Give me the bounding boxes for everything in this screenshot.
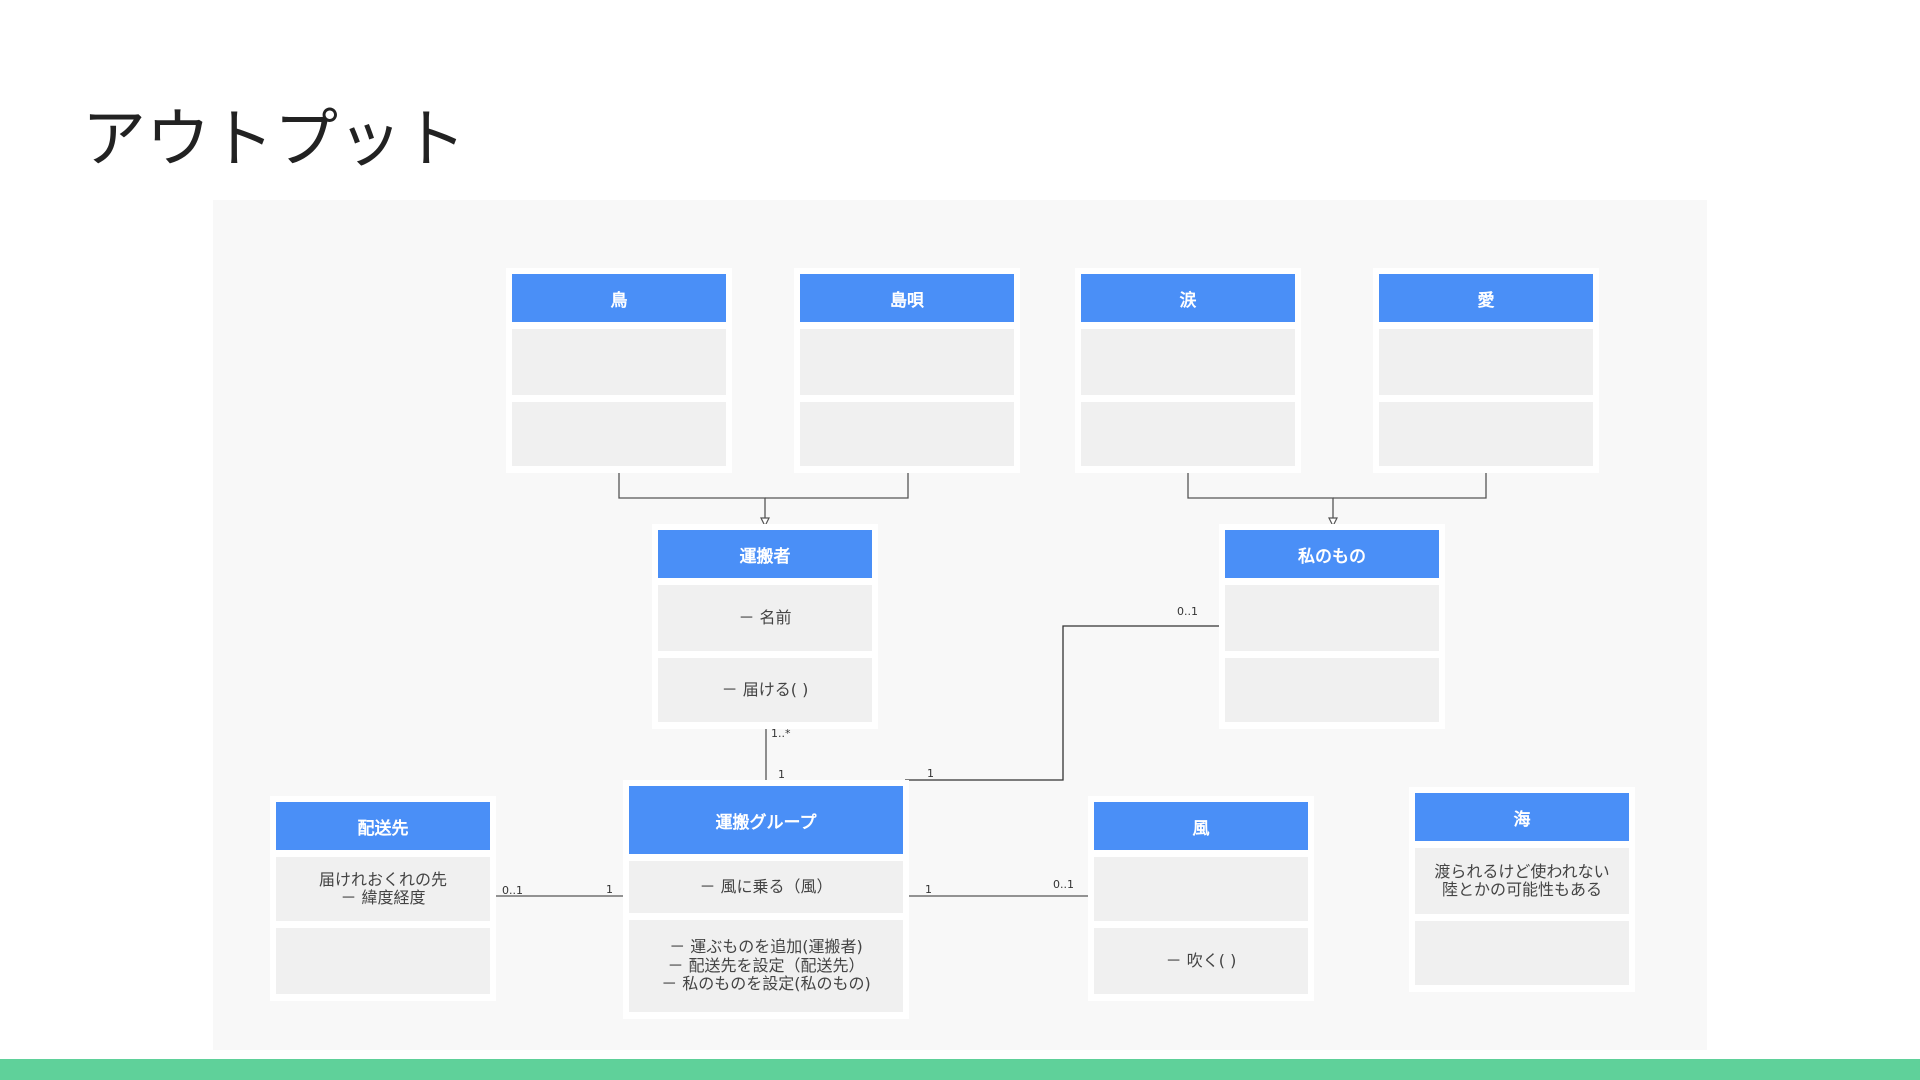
class-attributes bbox=[512, 329, 726, 395]
attribute: － 緯度経度 bbox=[340, 888, 426, 907]
class-umi[interactable]: 海 渡られるけど使われない 陸とかの可能性もある bbox=[1409, 787, 1635, 992]
class-haisousaki[interactable]: 配送先 届けれおくれの先 － 緯度経度 bbox=[270, 796, 496, 1001]
class-operations bbox=[1225, 658, 1439, 722]
class-namida[interactable]: 涙 bbox=[1075, 268, 1301, 473]
operation: － 私のものを設定(私のもの) bbox=[661, 974, 871, 994]
class-header: 島唄 bbox=[800, 274, 1014, 322]
attribute: 陸とかの可能性もある bbox=[1441, 880, 1602, 899]
class-header: 私のもの bbox=[1225, 530, 1439, 578]
attribute: － 名前 bbox=[738, 607, 792, 627]
class-attributes: 届けれおくれの先 － 緯度経度 bbox=[276, 857, 490, 921]
class-header: 風 bbox=[1094, 802, 1308, 850]
attribute: 届けれおくれの先 bbox=[318, 869, 447, 889]
operation: － 運ぶものを追加(運搬者) bbox=[669, 937, 863, 957]
class-header: 運搬グループ bbox=[629, 786, 903, 854]
class-attributes: － 風に乗る（風） bbox=[629, 861, 903, 913]
class-operations: － 吹く( ) bbox=[1094, 928, 1308, 994]
class-header: 配送先 bbox=[276, 802, 490, 850]
class-header: 涙 bbox=[1081, 274, 1295, 322]
class-hakobisha[interactable]: 運搬者 － 名前 － 届ける( ) bbox=[652, 524, 878, 729]
class-kaze[interactable]: 風 － 吹く( ) bbox=[1088, 796, 1314, 1001]
operation: － 配送先を設定（配送先） bbox=[667, 955, 865, 975]
class-operations bbox=[800, 402, 1014, 466]
attribute: 渡られるけど使われない bbox=[1434, 861, 1610, 881]
class-header: 鳥 bbox=[512, 274, 726, 322]
class-group[interactable]: 運搬グループ － 風に乗る（風） － 運ぶものを追加(運搬者) － 配送先を設定… bbox=[623, 780, 909, 1019]
operation: － 届ける( ) bbox=[721, 679, 809, 699]
class-tori[interactable]: 鳥 bbox=[506, 268, 732, 473]
class-attributes bbox=[1081, 329, 1295, 395]
class-ai[interactable]: 愛 bbox=[1373, 268, 1599, 473]
class-header: 海 bbox=[1415, 793, 1629, 841]
class-operations: － 届ける( ) bbox=[658, 658, 872, 722]
class-attributes bbox=[1094, 857, 1308, 921]
accent-bar bbox=[0, 1059, 1920, 1080]
class-operations bbox=[512, 402, 726, 466]
class-attributes bbox=[800, 329, 1014, 395]
page-title: アウトプット bbox=[82, 103, 466, 177]
class-operations bbox=[1081, 402, 1295, 466]
class-attributes bbox=[1379, 329, 1593, 395]
class-header: 運搬者 bbox=[658, 530, 872, 578]
class-attributes: 渡られるけど使われない 陸とかの可能性もある bbox=[1415, 848, 1629, 914]
class-operations: － 運ぶものを追加(運搬者) － 配送先を設定（配送先） － 私のものを設定(私… bbox=[629, 920, 903, 1012]
class-operations bbox=[1379, 402, 1593, 466]
attribute: － 風に乗る（風） bbox=[699, 876, 833, 896]
class-attributes: － 名前 bbox=[658, 585, 872, 651]
class-watashi[interactable]: 私のもの bbox=[1219, 524, 1445, 729]
class-header: 愛 bbox=[1379, 274, 1593, 322]
class-operations bbox=[276, 928, 490, 994]
class-shimauta[interactable]: 島唄 bbox=[794, 268, 1020, 473]
class-operations bbox=[1415, 921, 1629, 985]
operation: － 吹く( ) bbox=[1165, 950, 1237, 970]
class-attributes bbox=[1225, 585, 1439, 651]
